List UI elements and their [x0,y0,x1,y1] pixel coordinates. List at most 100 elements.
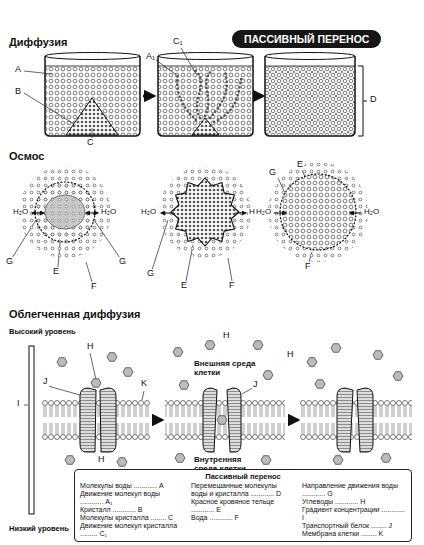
callout-letter: C [86,138,95,148]
osmosis-cell-swollen [268,162,368,262]
beaker-dissolving [159,66,253,135]
beaker-dissolving [195,70,201,118]
callout-letter: H [222,331,231,341]
leader-line [142,391,144,400]
beaker-crystal [45,66,140,67]
legend-table: Пассивный переносМолекулы воды .........… [74,469,412,542]
beaker-mixed [265,56,355,136]
section-heading: Облегченная диффузия [8,308,141,320]
concentration-gradient-bar [29,346,34,514]
beaker-crystal [45,53,140,137]
cell-membrane [42,400,412,440]
leader-line [24,405,28,406]
beaker-dissolving [177,74,196,120]
water-arrow [350,213,361,214]
carbohydrate-molecule [179,381,189,390]
beaker-dissolving [210,72,227,118]
beaker-dissolving [214,76,242,122]
carbohydrate-molecule [393,372,403,381]
callout-letter: B [14,87,22,97]
legend-entry: Движение молекул воды ............ A₁ [80,490,184,506]
beaker-dissolving [158,66,253,67]
legend-entry: Градиент концентрации ............ I [302,506,406,522]
carbohydrate-molecule [173,348,183,357]
osmosis-cell-swollen [280,174,356,250]
beaker-crystal [45,56,140,136]
carbohydrate-molecule [65,456,75,465]
carbohydrate-molecule [123,368,133,377]
legend-entry: Транспортный белок ........ J [302,522,406,530]
osmosis-cell-normal [19,166,111,258]
water-arrow [235,213,246,214]
osmosis-cell-shrunk [159,166,251,258]
water-label: H₂O [363,208,380,217]
legend-entry: Углеводы ............ H [302,498,406,506]
water-label: H₂O [140,208,157,217]
legend-column: Направление движения воды ............ G… [302,482,406,538]
callout-letter: G [268,168,277,178]
title-badge: ПАССИВНЫЙ ПЕРЕНОС [232,30,381,48]
osmosis-cell-normal [45,195,85,229]
callout-letter: E [296,160,304,170]
leader-line [181,48,196,74]
legend-entry: Молекулы воды ............ A [80,482,184,490]
callout-letter: F [304,262,312,272]
osmosis-cell-swollen [268,162,368,262]
water-arrow [32,213,44,214]
callout-letter: C₁ [172,37,184,47]
callout-letter: A₁ [145,52,156,62]
leader-line [12,48,312,405]
callout-letter: H [286,350,295,360]
legend-column: Молекулы воды ............ AДвижение мол… [80,482,184,538]
carbohydrate-molecule [307,358,317,367]
leader-line [156,60,178,76]
carbohydrate-molecule [331,344,341,353]
callout-letter: K [140,379,148,389]
transport-protein [80,388,373,452]
callout-letter: J [42,377,49,387]
step-arrow [143,96,298,420]
callout-letter: I [16,399,21,409]
legend-entry: Мембрана клетки ........ K [302,530,406,538]
osmosis-cell-normal [19,166,111,258]
water-label: H₂O [100,208,117,217]
water-label: H₂O [12,208,29,217]
carbohydrate-molecule [117,458,127,467]
osmosis-cell-normal [45,195,85,229]
callout-letter: D [369,95,378,105]
legend-column: Перемешанные молекулы воды и кристалла .… [191,482,295,538]
water-arrow [86,213,98,214]
beaker-mixed [265,53,355,60]
beaker-dissolving [158,53,253,137]
leader-line [24,93,74,124]
beaker-mixed [266,66,355,135]
transport-protein [100,388,116,452]
legend-entry: Молекулы кристалла ........ C [80,514,184,522]
osmosis-cell-shrunk [159,166,251,258]
section-heading: Осмос [8,150,45,162]
carbohydrate-molecule [107,353,117,362]
legend-entry: Красное кровяное тельце ............ E [191,498,295,514]
osmosis-cell-shrunk [171,178,239,246]
callout-letter: H [86,342,95,352]
carbohydrate-molecule [57,358,67,367]
level-label: Низкий уровень [8,525,70,533]
carbohydrate-molecule [263,371,273,380]
legend-columns: Молекулы воды ............ AДвижение мол… [80,482,406,538]
beaker-dissolving [158,56,253,136]
cell-membrane [300,400,412,440]
leader-line [92,128,93,138]
beaker-mixed [265,53,367,137]
beaker-mixed [265,66,355,67]
concentration-gradient-bar [29,346,34,514]
water-label: H₂O [255,208,272,217]
osmosis-cell-normal [35,182,95,242]
legend-entry: Движение молекул кристалла ......... C₁ [80,522,184,538]
water-arrow [161,213,174,214]
leader-line [48,386,80,395]
carbohydrate-molecule [261,456,271,465]
carbohydrate-molecule [253,341,263,350]
legend-entry: Кристалл ............ B [80,506,184,514]
leader-line [86,262,92,282]
